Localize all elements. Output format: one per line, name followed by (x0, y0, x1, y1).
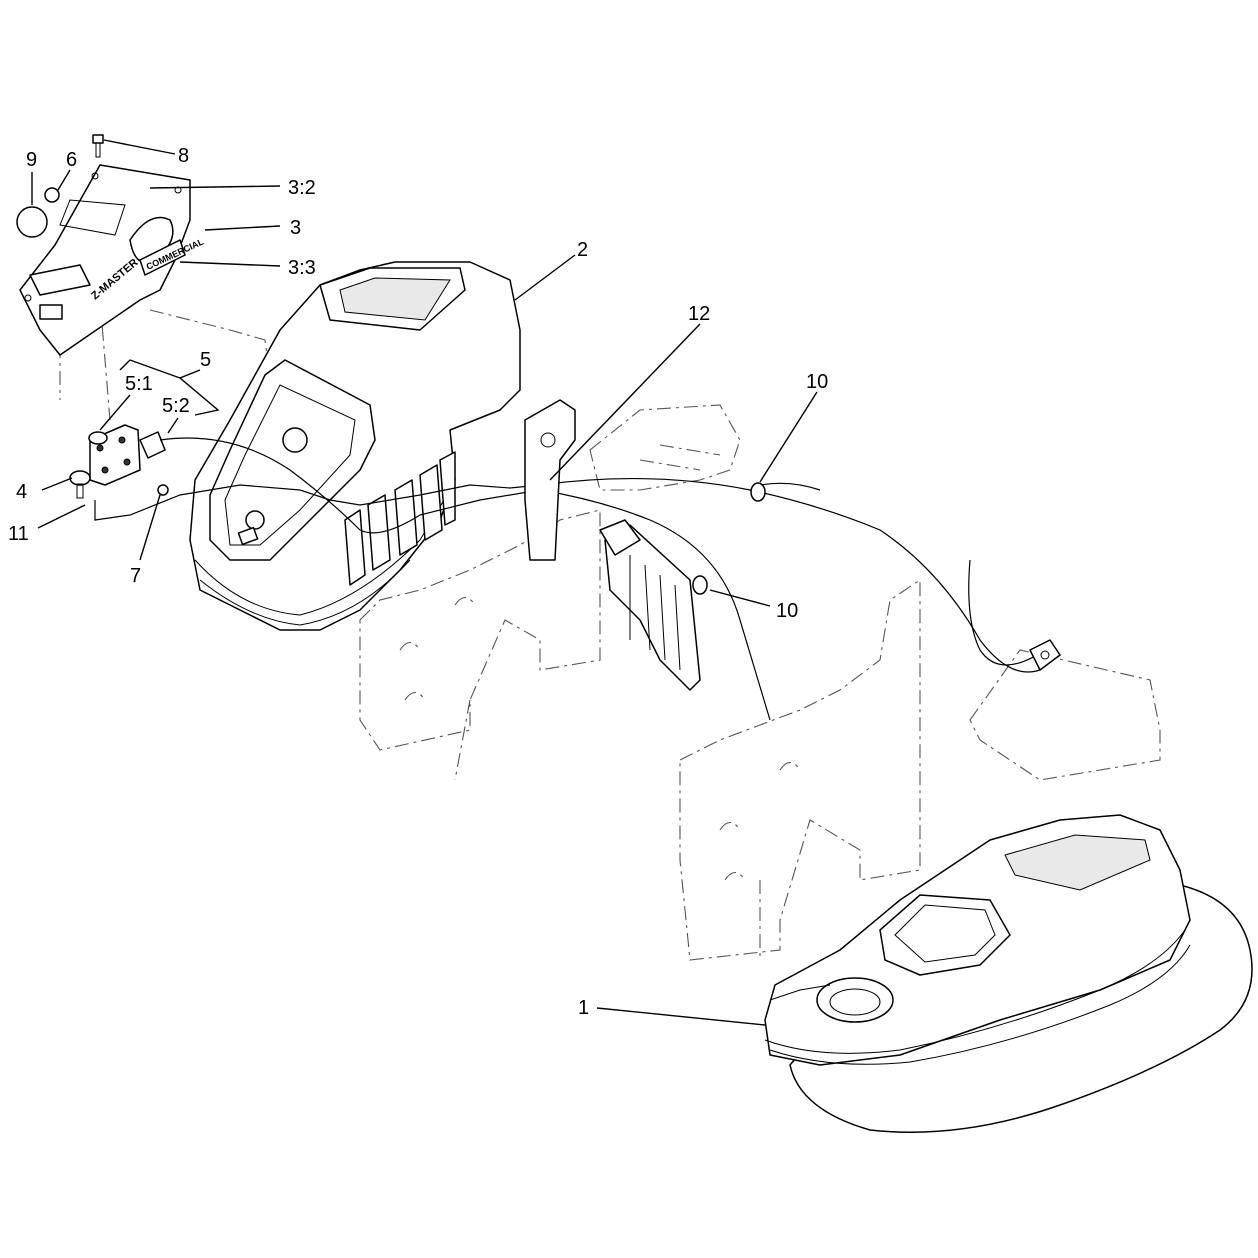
console-side-louvers (344, 451, 456, 586)
panel-slot (29, 264, 91, 296)
cup-holder-square (879, 894, 1011, 976)
callout-3-2: 3:2 (288, 177, 316, 199)
wire-harness-part-11 (94, 437, 1048, 721)
connector-5-2 (139, 431, 166, 459)
switch-assembly-part-5 (88, 424, 166, 486)
knob-part-9 (16, 206, 48, 238)
right-console-part-1 (764, 814, 1253, 1133)
switch-knob-part-4 (69, 470, 91, 499)
cable-clamp-part-10-upper (750, 482, 766, 502)
callout-9: 9 (26, 149, 37, 171)
callout-10-upper: 10 (806, 371, 828, 393)
callout-3-3: 3:3 (288, 257, 316, 279)
callout-7: 7 (130, 565, 141, 587)
callout-5: 5 (200, 349, 211, 371)
callout-6: 6 (66, 149, 77, 171)
callout-2: 2 (577, 239, 588, 261)
callout-11: 11 (8, 523, 29, 545)
leader-lines (31, 139, 818, 1026)
part-6 (44, 187, 60, 203)
panel-button-hole (39, 304, 63, 320)
frame-outline-left (359, 509, 601, 751)
callout-5-2: 5:2 (162, 395, 190, 417)
callout-10-lower: 10 (776, 600, 798, 622)
center-mount-bracket (524, 399, 701, 691)
callout-3: 3 (290, 217, 301, 239)
console-fitting (282, 427, 308, 453)
callout-labels: 9 6 8 3:2 3 3:3 2 12 10 5 5:1 5:2 4 11 7… (8, 145, 828, 1019)
callout-1: 1 (578, 997, 589, 1019)
console-lid-right (1004, 834, 1151, 891)
callout-5-1: 5:1 (125, 373, 153, 395)
left-console-part-2 (189, 261, 521, 631)
fender-outline-right (969, 649, 1161, 781)
frame-outline-right (679, 578, 921, 961)
callout-4: 4 (16, 481, 27, 503)
cable-clamp-part-10-lower (692, 575, 708, 595)
bolt-part-8 (92, 134, 104, 158)
nut-part-7 (157, 484, 169, 496)
panel-window (59, 199, 126, 236)
cable-clip-right (1029, 639, 1061, 671)
frame-outline-center (589, 404, 741, 491)
callout-12: 12 (688, 303, 710, 325)
callout-8: 8 (178, 145, 189, 167)
decal-3-3 (139, 239, 186, 276)
